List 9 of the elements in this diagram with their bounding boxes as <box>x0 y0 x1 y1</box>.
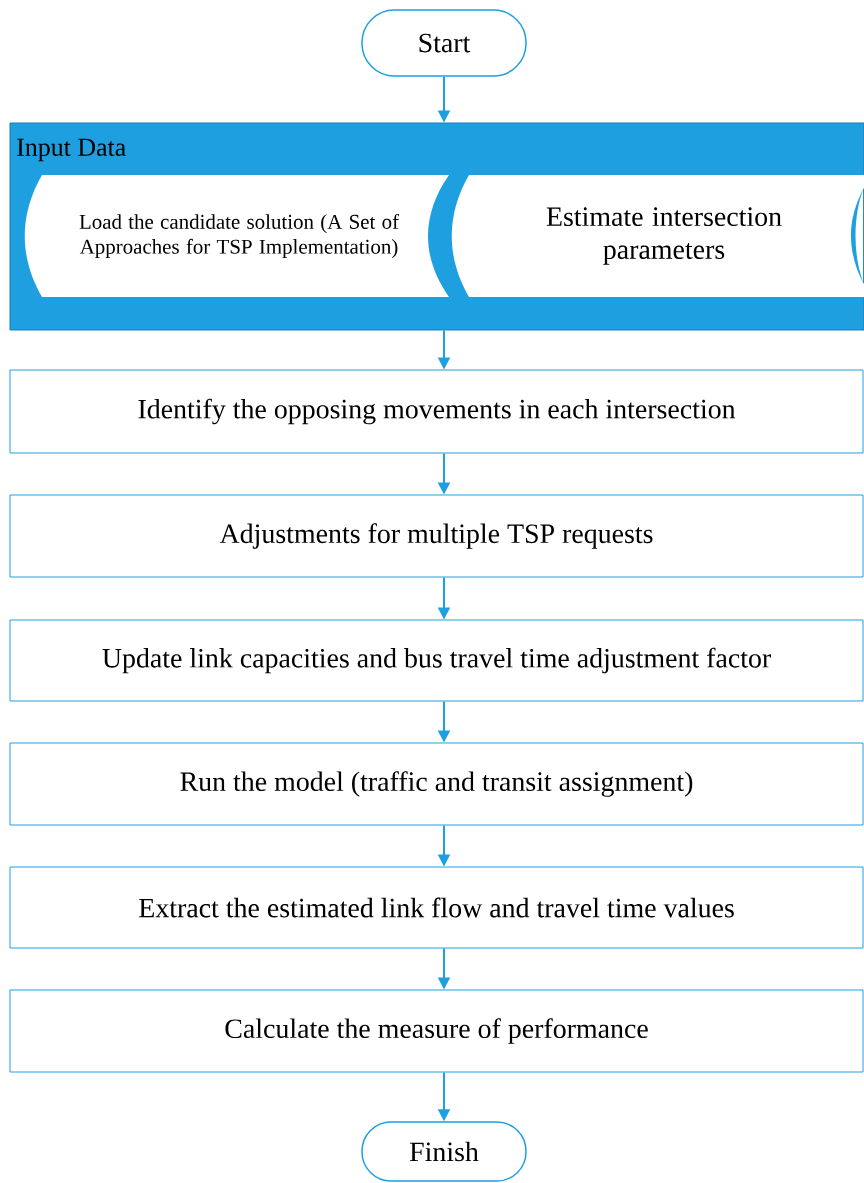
process-box: Adjustments for multiple TSP requests <box>9 494 864 578</box>
terminal-pill: Start <box>361 9 527 77</box>
process-shape <box>855 190 863 282</box>
process-box: Calculate the measure of performance <box>9 989 864 1073</box>
process-box: Identify the opposing movements in each intersection <box>9 369 864 454</box>
process-box: Update link capacities and bus travel time adjustment factor <box>9 619 864 702</box>
process-box: Extract the estimated link flow and travel time values <box>9 866 864 949</box>
process-box: Run the model (traffic and transit assignment) <box>9 742 864 826</box>
terminal-pill: Finish <box>361 1121 527 1182</box>
